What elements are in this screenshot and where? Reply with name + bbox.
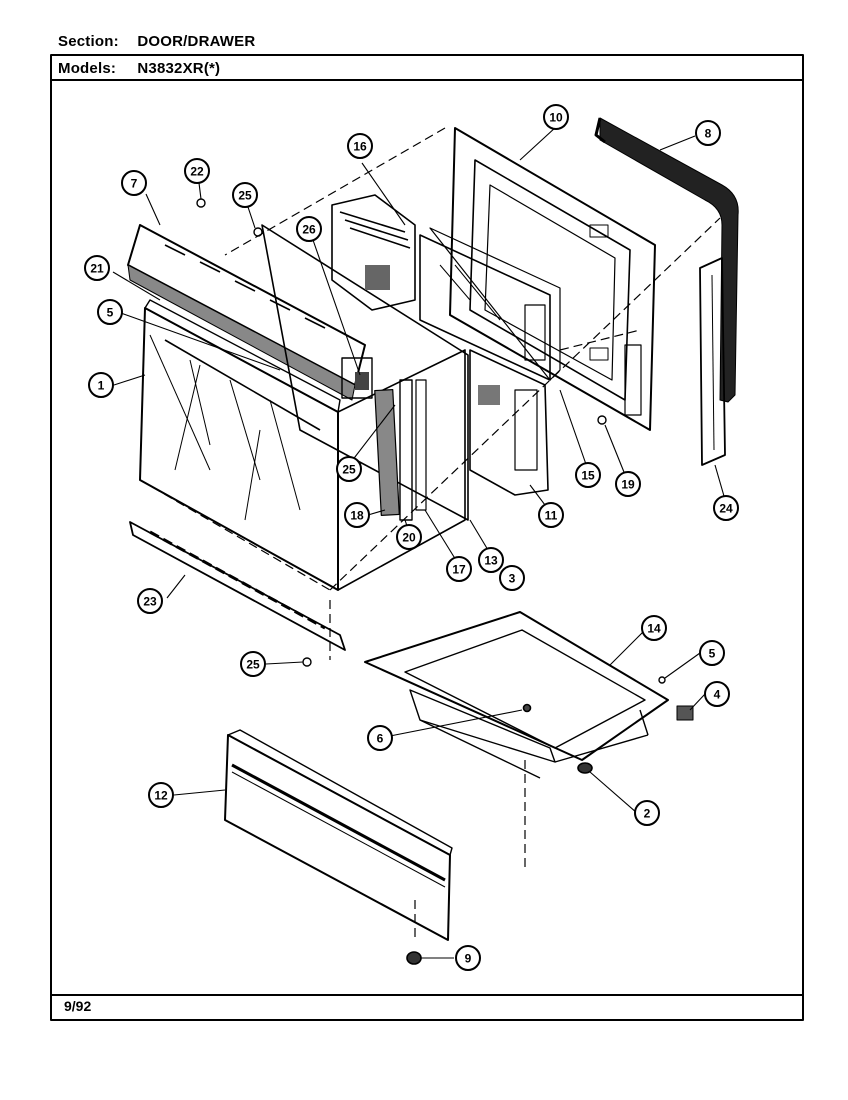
diagram-frame [50, 54, 804, 1021]
callout-label: 5 [709, 647, 716, 661]
callout-label: 3 [509, 572, 516, 586]
callout-label: 9 [465, 952, 472, 966]
footer-date: 9/92 [64, 998, 92, 1014]
drawer-front-panel [224, 729, 453, 941]
callout-label: 12 [154, 789, 168, 803]
door-liner [469, 349, 549, 496]
callout-circle [84, 255, 110, 281]
drawer-foot [406, 951, 422, 965]
callout-label: 20 [402, 531, 416, 545]
callout-circle [641, 615, 667, 641]
inner-door-glass [419, 227, 561, 381]
screw-25-bottom [302, 657, 312, 667]
door-trim-panel [127, 224, 366, 401]
door-insulation [331, 194, 416, 311]
callout-circle [575, 462, 601, 488]
section-row: Section: DOOR/DRAWER [58, 33, 255, 50]
callout-label: 26 [302, 223, 316, 237]
screw-5-drawer [658, 676, 666, 684]
callout-circle [240, 651, 266, 677]
callout-label: 2 [644, 807, 651, 821]
callout-label: 13 [484, 554, 498, 568]
callout-circle [704, 681, 730, 707]
callout-label: 17 [452, 563, 466, 577]
leader-lines [112, 126, 727, 959]
inner-door-frame [449, 127, 656, 431]
callout-label: 4 [714, 688, 721, 702]
callout-circle [137, 588, 163, 614]
callout-circle [699, 640, 725, 666]
callout-circle [455, 945, 481, 971]
callout-circle [446, 556, 472, 582]
callout-circle [232, 182, 258, 208]
callout-label: 11 [545, 509, 558, 523]
callout-circle [695, 120, 721, 146]
models-row: Models: N3832XR(*) [58, 60, 220, 77]
callout-circle [478, 547, 504, 573]
screw-19 [597, 415, 607, 425]
callout-circle [88, 372, 114, 398]
callout-circle [148, 782, 174, 808]
door-bottom-trim [129, 521, 346, 651]
callout-circle [344, 502, 370, 528]
callout-circle [713, 495, 739, 521]
callout-circle [97, 299, 123, 325]
callout-label: 25 [342, 463, 356, 477]
drawer-body [364, 611, 669, 779]
callout-circle [347, 133, 373, 159]
screw-25-top [253, 227, 263, 237]
callout-label: 21 [90, 262, 104, 276]
callout-circle [367, 725, 393, 751]
drawer-bumper [676, 705, 694, 721]
callout-circle [634, 800, 660, 826]
section-value: DOOR/DRAWER [137, 33, 256, 50]
callout-circle [538, 502, 564, 528]
callout-label: 1 [98, 379, 105, 393]
callout-circle [121, 170, 147, 196]
callout-label: 14 [647, 622, 661, 636]
callout-label: 25 [246, 658, 260, 672]
callout-label: 19 [621, 478, 635, 492]
callout-label: 25 [238, 189, 252, 203]
callout-label: 22 [190, 165, 204, 179]
callout-label: 7 [131, 177, 138, 191]
callout-label: 16 [353, 140, 367, 154]
callout-label: 24 [719, 502, 733, 516]
models-value: N3832XR(*) [137, 60, 221, 77]
alignment-lines [139, 127, 721, 940]
door-side-panel [337, 349, 466, 591]
callout-label: 6 [377, 732, 384, 746]
callout-label: 10 [549, 111, 563, 125]
inner-door-panel [261, 224, 469, 521]
door-trim-strip [144, 299, 341, 413]
callout-circle [296, 216, 322, 242]
callout-label: 5 [107, 306, 114, 320]
callout-circle [396, 524, 422, 550]
drawer-roller [577, 762, 593, 774]
callout-label: 23 [143, 595, 157, 609]
callout-label: 15 [581, 469, 595, 483]
callout-label: 18 [350, 509, 364, 523]
outer-door-glass [139, 307, 339, 591]
screw-6 [522, 703, 532, 713]
callout-circle [615, 471, 641, 497]
models-label: Models: [58, 60, 117, 77]
hinge-parts [374, 379, 427, 521]
callout-circle [184, 158, 210, 184]
door-side-trim [699, 257, 726, 466]
callout-label: 8 [705, 127, 712, 141]
callout-circle [336, 456, 362, 482]
callout-circle [499, 565, 525, 591]
door-latch [341, 357, 373, 399]
callout-circle [543, 104, 569, 130]
screw-22 [196, 198, 206, 208]
callout-group: 1234556789101112131415161718192021222324… [84, 104, 739, 971]
section-label: Section: [58, 33, 119, 50]
